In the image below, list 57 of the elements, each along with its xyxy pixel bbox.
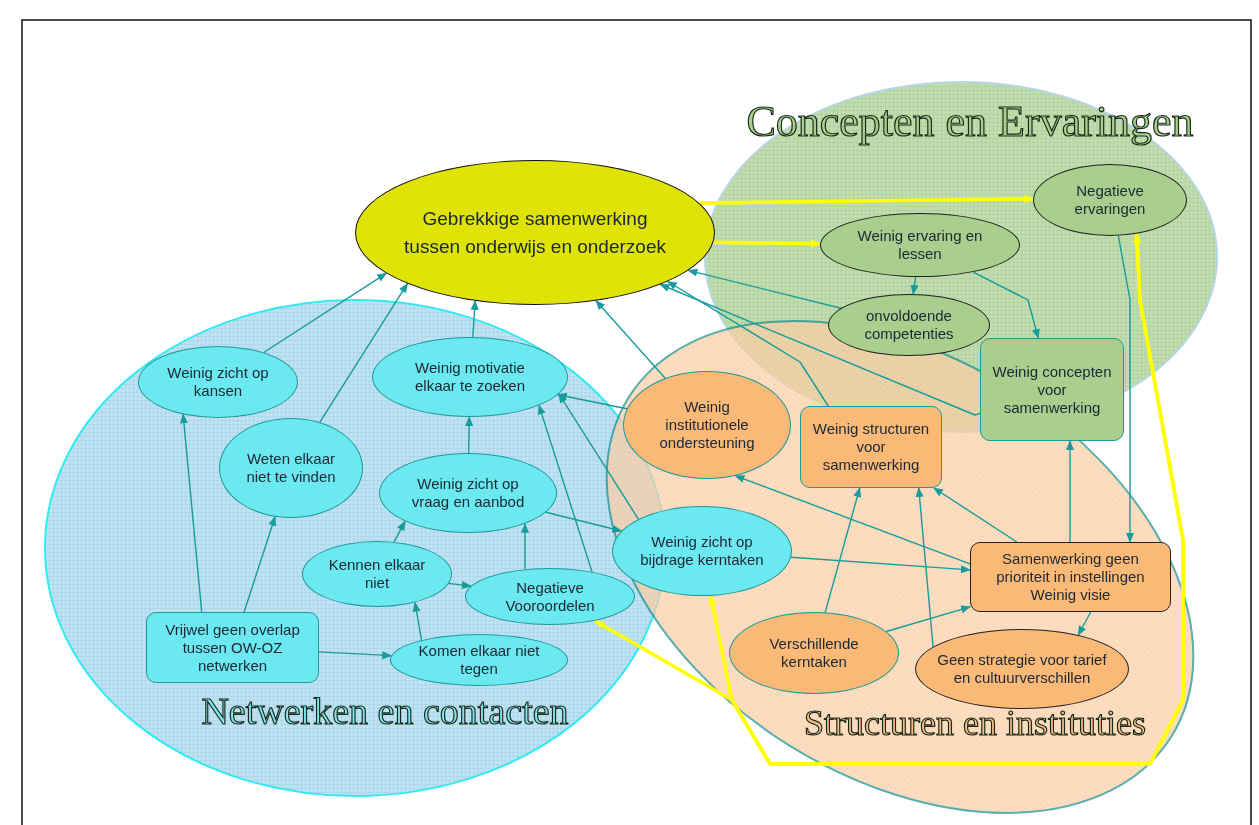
node-text: Geen strategie voor tarief en cultuurverschillen — [936, 651, 1108, 687]
node-text: Weinig structuren voor samenwerking — [811, 420, 931, 474]
arrow — [790, 556, 971, 574]
arrow — [824, 487, 862, 614]
arrow — [687, 268, 842, 309]
cause-box — [970, 542, 1171, 612]
arrow — [910, 276, 919, 295]
cause-box — [980, 338, 1124, 441]
arrow — [1066, 440, 1074, 543]
node-text: Weinig ervaring en lessen — [856, 227, 984, 263]
node-text: Vrijwel geen overlap tussen OW-OZ netwerken — [164, 620, 301, 675]
arrow — [666, 280, 829, 407]
arrow — [537, 404, 593, 573]
arrow — [1117, 235, 1134, 543]
arrow — [972, 271, 1040, 339]
node-text: Weinig institutionele ondersteuning — [658, 398, 756, 452]
arrow — [179, 413, 203, 613]
arrow — [448, 581, 472, 590]
arrow — [393, 520, 406, 543]
node-text: onvoldoende competenties — [863, 307, 955, 343]
node-text: Weinig motivatie elkaar te zoeken — [413, 359, 527, 395]
arrow — [659, 283, 981, 416]
cluster-title: Structuren en instituties — [803, 705, 1147, 741]
arrow — [319, 282, 409, 423]
arrow — [1077, 611, 1092, 636]
node-text: Weinig zicht op vraag en aanbod — [410, 475, 526, 511]
arrow — [412, 601, 423, 641]
arrow — [594, 232, 1185, 766]
arrow — [699, 195, 1034, 205]
cause-box — [800, 406, 942, 488]
cluster-title: Netwerken en contacten — [200, 692, 570, 730]
node-text: Negatieve ervaringen — [1073, 182, 1147, 218]
arrow — [933, 487, 1018, 543]
node-text: Kennen elkaar niet — [327, 556, 427, 592]
node-text: Weten elkaar niet te vinden — [245, 450, 337, 486]
node-text: Samenwerking geen prioriteit in instellingen Weinig visie — [995, 550, 1146, 604]
node-text: Weinig concepten voor samenwerking — [991, 362, 1113, 417]
cause-box — [146, 612, 319, 683]
arrow — [915, 487, 934, 648]
arrow — [318, 651, 393, 660]
arrow — [558, 393, 640, 520]
node-text: Gebrekkige samenwerking tussen onderwijs en onderzoek — [403, 206, 667, 259]
node-text: Weinig zicht op kansen — [166, 364, 270, 400]
arrow — [521, 522, 529, 570]
arrow — [734, 475, 971, 565]
arrow — [465, 416, 474, 454]
arrow — [243, 515, 277, 613]
node-text: Verschillende kerntaken — [768, 635, 860, 671]
node-text: Negatieve Vooroordelen — [504, 578, 596, 615]
arrow — [556, 392, 628, 410]
arrow — [713, 239, 822, 248]
arrow — [595, 299, 666, 379]
arrow — [885, 605, 971, 633]
node-text: Komen elkaar niet tegen — [417, 642, 541, 678]
node-text: Weinig zicht op bijdrage kerntaken — [639, 533, 765, 569]
arrow — [263, 272, 388, 354]
arrow — [545, 511, 623, 533]
